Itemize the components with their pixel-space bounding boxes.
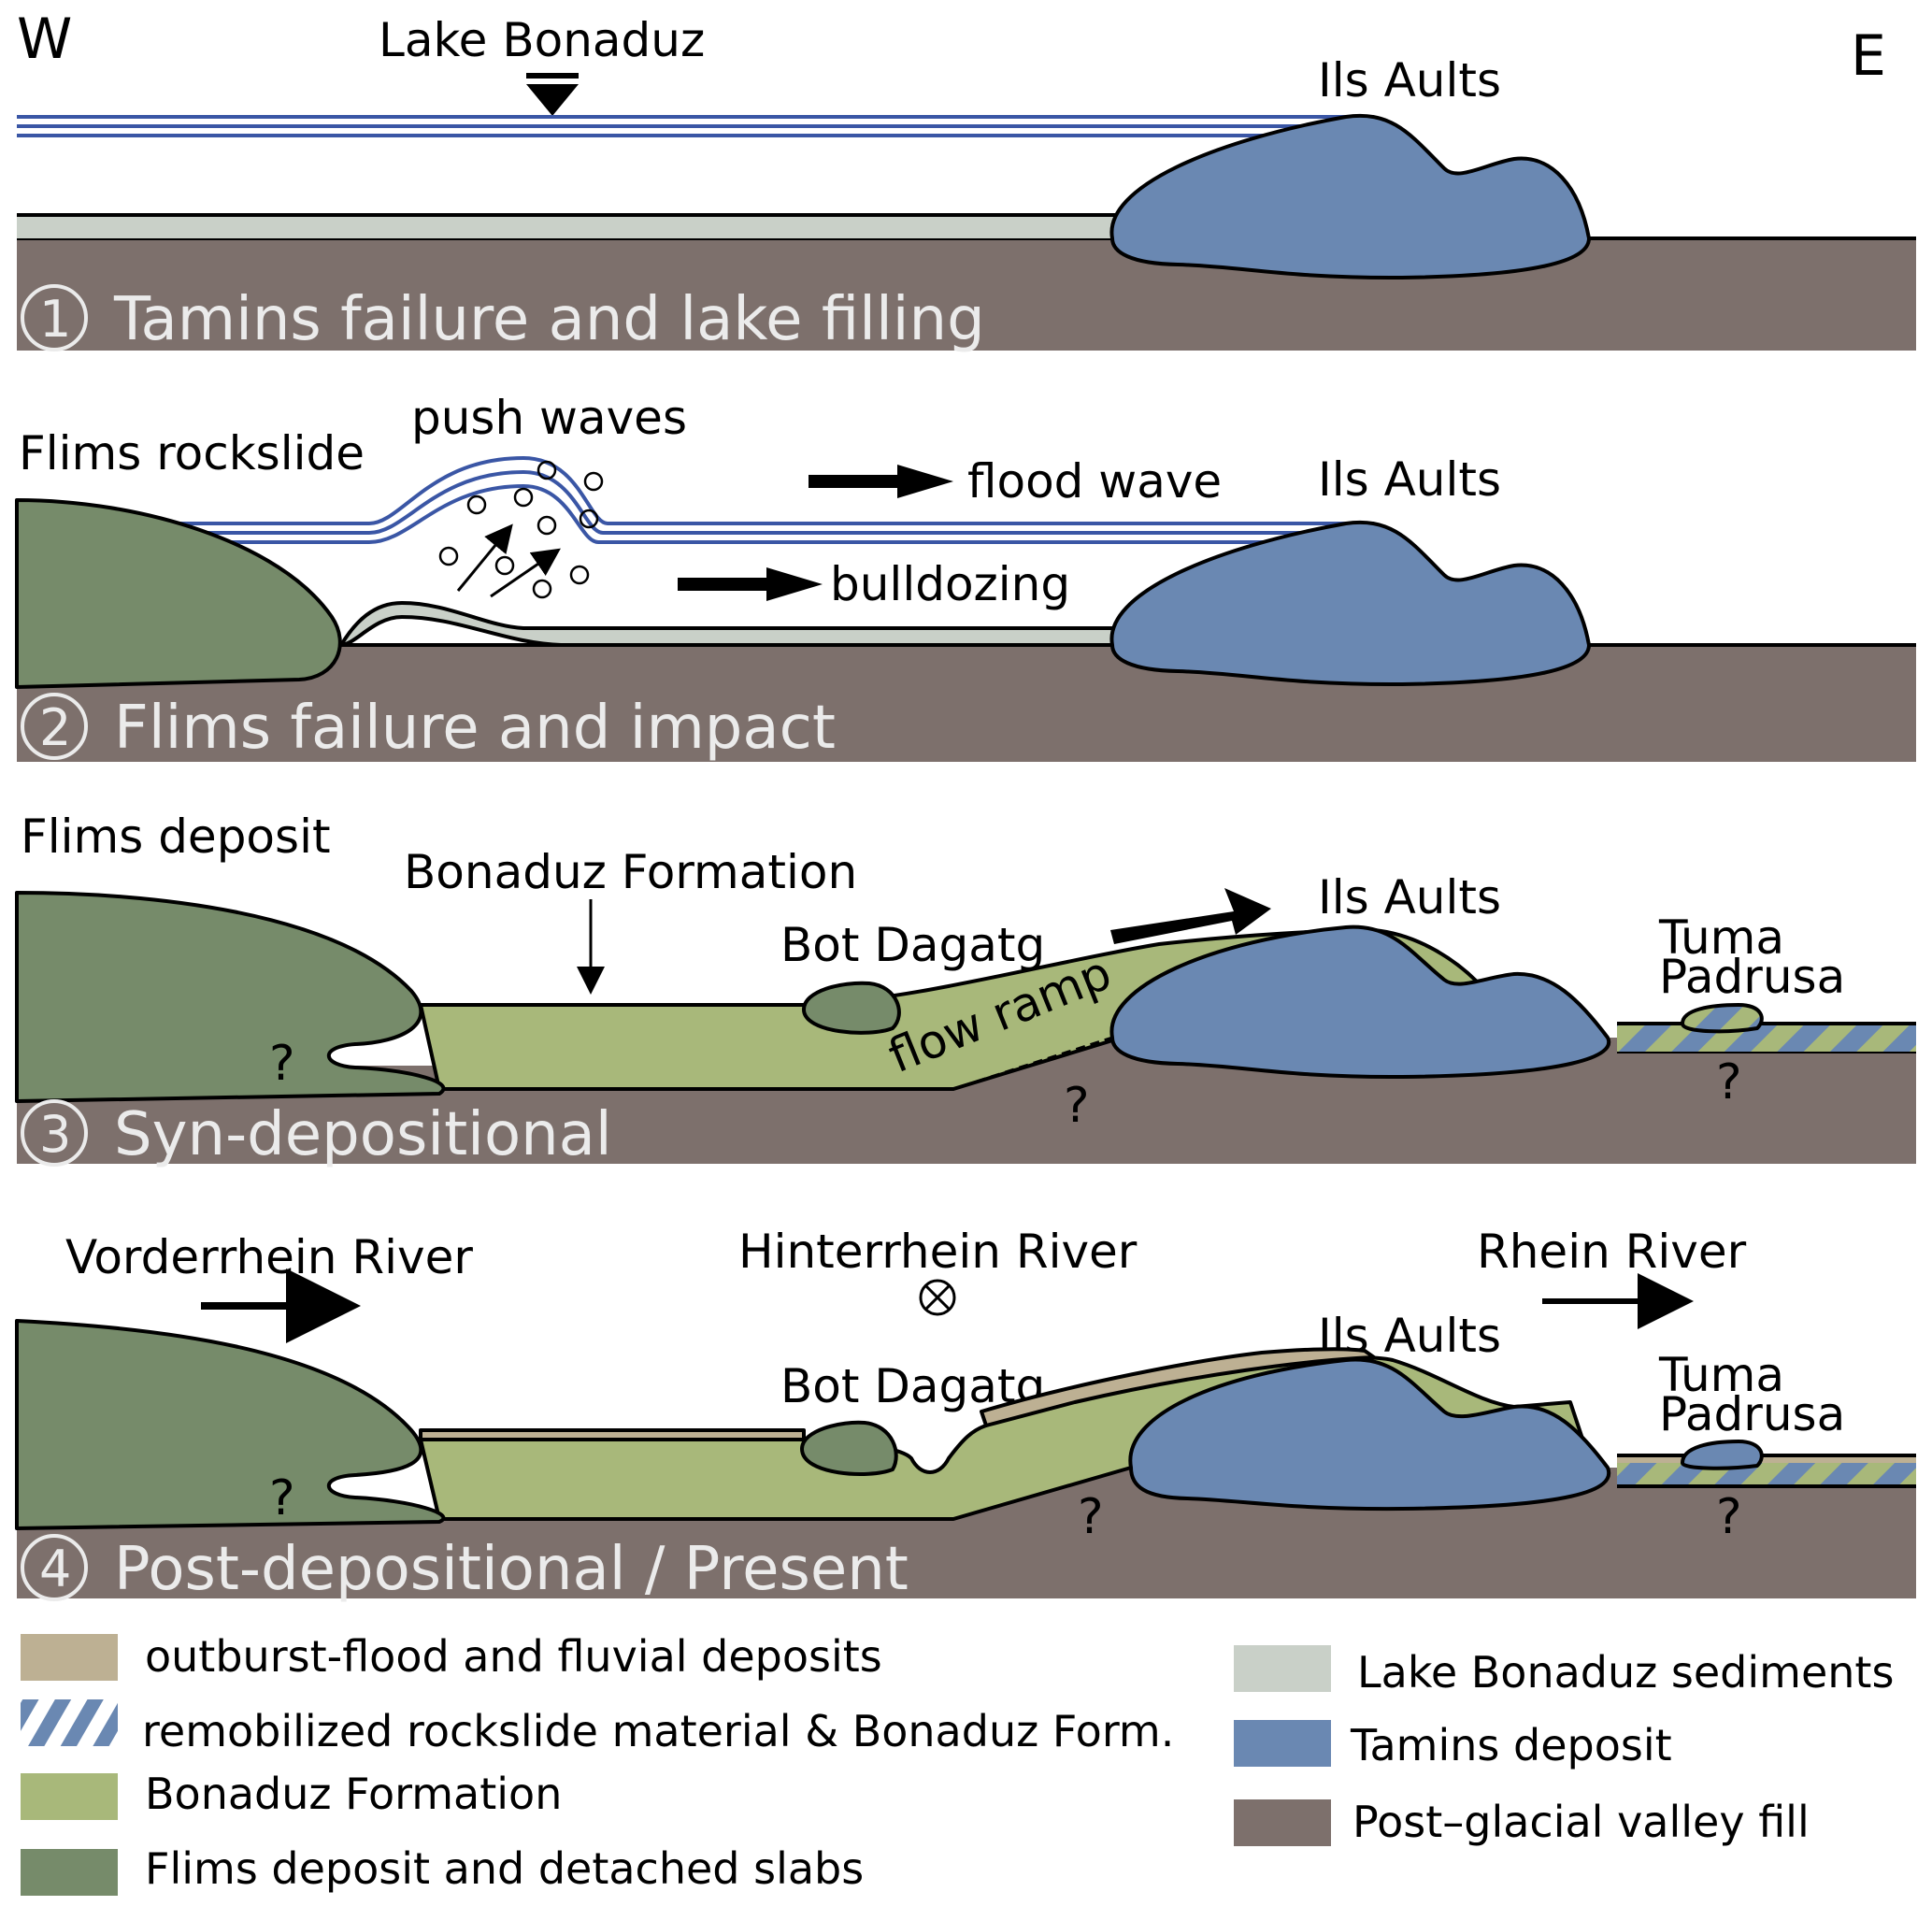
panel-3: Flims deposit Bonaduz Formation Bot Daga… — [15, 810, 1916, 1169]
ils-aults-label: Ils Aults — [1318, 452, 1501, 507]
lake-water-lines — [17, 115, 1374, 137]
lake-sediments — [339, 601, 1123, 647]
panel-title: Tamins failure and lake filling — [113, 285, 985, 354]
ils-aults-label: Ils Aults — [1318, 53, 1501, 107]
into-page-flow-icon — [919, 1279, 956, 1316]
water-level-symbol — [526, 73, 579, 116]
legend-swatch-outburst — [21, 1634, 118, 1681]
unknown-marker: ? — [1064, 1078, 1090, 1134]
bonaduz-formation-label: Bonaduz Formation — [404, 845, 857, 899]
legend-swatch-valley-fill — [1234, 1799, 1331, 1846]
unknown-marker: ? — [1078, 1489, 1104, 1545]
panel-number-circle — [21, 1534, 88, 1601]
legend-swatch-lake-sediments — [1234, 1645, 1331, 1692]
flow-direction-arrow-icon — [1110, 888, 1271, 944]
panel-number: 1 — [39, 290, 71, 349]
panel-number: 2 — [39, 698, 71, 757]
legend-label: Post–glacial valley fill — [1352, 1797, 1810, 1847]
remobilized-layer — [1617, 1463, 1916, 1486]
lake-bonaduz-label: Lake Bonaduz — [379, 13, 705, 67]
legend-label: Flims deposit and detached slabs — [145, 1843, 864, 1894]
panel-4: Vorderrhein River Hinterrhein River Rhei… — [15, 1225, 1916, 1604]
legend-label: Bonaduz Formation — [145, 1769, 562, 1819]
legend-swatch-bonaduz — [21, 1773, 118, 1820]
bulldozing-label: bulldozing — [830, 557, 1070, 611]
unknown-marker: ? — [269, 1470, 295, 1526]
tamins-deposit — [1128, 1357, 1611, 1512]
east-label: E — [1851, 23, 1886, 89]
legend-label: remobilized rockslide material & Bonaduz… — [142, 1706, 1174, 1756]
bulldozing-arrow-icon — [678, 567, 823, 601]
panel-number: 3 — [39, 1105, 71, 1164]
legend: outburst-flood and fluvial deposits remo… — [21, 1631, 1894, 1896]
rhein-label: Rhein River — [1477, 1225, 1747, 1279]
flims-rockslide-label: Flims rockslide — [19, 426, 365, 480]
lake-sediments — [17, 215, 1138, 238]
tamins-deposit — [1109, 113, 1591, 280]
impact-arrow — [456, 523, 513, 592]
panel-1: W E Lake Bonaduz Ils Aults 1 Tamins fail… — [17, 7, 1916, 354]
unknown-marker: ? — [1716, 1054, 1742, 1111]
bot-dagatg-slab — [802, 981, 901, 1035]
west-label: W — [17, 7, 72, 72]
padrusa-label: Padrusa — [1659, 950, 1845, 1004]
panel-number-circle — [21, 693, 88, 760]
ils-aults-label: Ils Aults — [1318, 870, 1501, 924]
bot-dagatg-slab — [800, 1420, 898, 1476]
remobilized-layer — [1617, 1024, 1916, 1052]
panel-number-circle — [21, 284, 88, 351]
panel-title: Syn-depositional — [114, 1100, 612, 1169]
legend-swatch-flims — [21, 1849, 118, 1896]
panel-2: Flims rockslide push waves flood wave bu… — [15, 391, 1916, 763]
unknown-marker: ? — [1716, 1489, 1742, 1545]
debris-particles — [438, 460, 604, 599]
bot-dagatg-label: Bot Dagatg — [780, 918, 1045, 972]
legend-label: Tamins deposit — [1350, 1720, 1672, 1770]
tamins-deposit — [1109, 924, 1611, 1080]
flood-wave-label: flood wave — [967, 454, 1222, 509]
panel-number-circle — [21, 1099, 88, 1167]
tuma-label: Tuma — [1658, 1348, 1784, 1402]
flood-wave-arrow-icon — [809, 465, 953, 498]
legend-label: outburst-flood and fluvial deposits — [145, 1631, 882, 1682]
legend-swatch-remobilized — [21, 1699, 118, 1746]
valley-fill — [17, 1514, 1916, 1598]
tamins-deposit — [1109, 520, 1591, 687]
tuma-padrusa-slab — [1681, 1440, 1764, 1470]
vorderrhein-label: Vorderrhein River — [65, 1230, 473, 1284]
inferred-base — [439, 1036, 1113, 1091]
flims-deposit — [15, 1319, 446, 1530]
valley-fill — [17, 238, 1916, 351]
padrusa-label: Padrusa — [1659, 1387, 1845, 1441]
flims-deposit-label: Flims deposit — [21, 810, 331, 864]
tuma-label: Tuma — [1658, 910, 1784, 965]
outburst-layer — [1617, 1455, 1916, 1463]
legend-swatch-tamins — [1234, 1720, 1331, 1767]
flims-deposit — [15, 891, 446, 1103]
panel-number: 4 — [39, 1540, 71, 1598]
hinterrhein-label: Hinterrhein River — [738, 1225, 1138, 1279]
inferred-base — [439, 1466, 1132, 1521]
panel-title: Post-depositional / Present — [114, 1535, 909, 1604]
tuma-padrusa-slab — [1681, 1003, 1764, 1034]
flims-rockslide — [15, 498, 342, 689]
panel-title: Flims failure and impact — [114, 694, 836, 763]
legend-label: Lake Bonaduz sediments — [1357, 1647, 1894, 1698]
unknown-marker: ? — [269, 1036, 295, 1092]
impact-arrow — [490, 548, 561, 598]
push-waves-label: push waves — [411, 391, 687, 445]
